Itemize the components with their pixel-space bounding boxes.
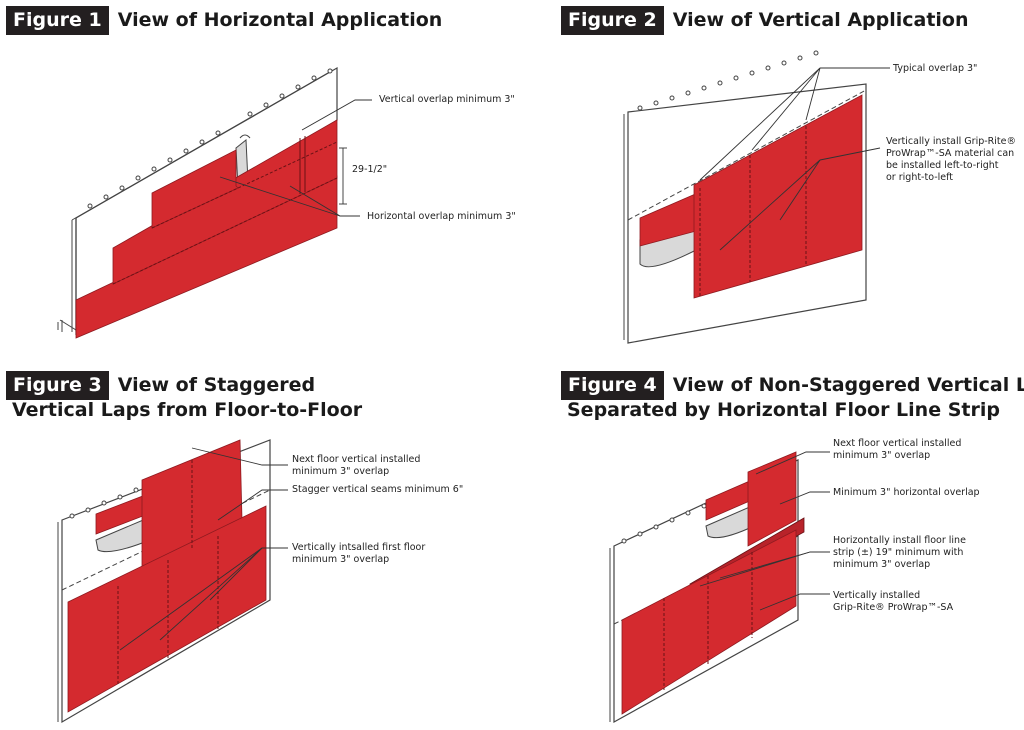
figure-3-title-line1: View of Staggered: [117, 374, 316, 396]
figure-4-heading: Figure 4 View of Non-Staggered Vertical …: [561, 371, 1024, 400]
figure-4-callout-strip: Horizontally install floor line strip (±…: [833, 535, 966, 571]
figure-2-callout-install-line: be installed left-to-right: [886, 160, 999, 171]
figure-4-callout-next-line: minimum 3" overlap: [833, 450, 931, 461]
figure-2-callout-install-line: ProWrap™-SA material can: [886, 148, 1015, 159]
figure-1-heading: Figure 1 View of Horizontal Application: [6, 6, 442, 35]
figure-2-callout-install-line: Vertically install Grip-Rite®: [886, 136, 1016, 147]
figure-4-callout-strip-line: minimum 3" overlap: [833, 559, 931, 570]
figure-2-stud-ticks: [637, 50, 819, 111]
figure-1-dimension: [339, 147, 347, 205]
figure-3-title-line2: Vertical Laps from Floor-to-Floor: [12, 399, 363, 421]
figure-1-leaders: [219, 99, 372, 217]
figure-1-title: View of Horizontal Application: [117, 9, 443, 31]
figure-3-callout-next-line: Next floor vertical installed: [292, 454, 421, 465]
figure-1-tag: Figure 1: [6, 6, 109, 35]
figure-3-wrap-panels: [67, 439, 267, 713]
figure-3-callout-first-line: Vertically intsalled first floor: [292, 542, 426, 553]
figure-3-callout-next-line: minimum 3" overlap: [292, 466, 390, 477]
figure-1-stud-ticks: [87, 68, 333, 209]
figure-3-leaders: [119, 447, 288, 651]
figure-4-callout-strip-line: strip (±) 19" minimum with: [833, 547, 964, 558]
figure-2-title: View of Vertical Application: [672, 9, 969, 31]
figure-4-callout-vertical-line: Vertically installed: [833, 590, 921, 601]
figure-1-callout-vertical: Vertical overlap minimum 3": [379, 94, 515, 105]
figure-3-callout-next: Next floor vertical installed minimum 3"…: [292, 454, 420, 478]
figure-3-callout-first-line: minimum 3" overlap: [292, 554, 390, 565]
figure-2-callout-install-line: or right-to-left: [886, 172, 954, 183]
figure-2-callout-install: Vertically install Grip-Rite® ProWrap™-S…: [886, 136, 1016, 184]
figure-3-heading: Figure 3 View of Staggered: [6, 371, 315, 400]
figure-2-wrap-panels: [639, 94, 863, 299]
figure-3-tag: Figure 3: [6, 371, 109, 400]
figure-1-dimension-label: 29-1/2": [352, 164, 388, 175]
figure-4-tag: Figure 4: [561, 371, 664, 400]
figure-4-stud-ticks: [621, 489, 739, 544]
figure-2-heading: Figure 2 View of Vertical Application: [561, 6, 969, 35]
figure-1-wrap-courses: [75, 119, 338, 339]
figure-4-callout-next: Next floor vertical installed minimum 3"…: [833, 438, 961, 462]
figure-4-callout-vertical-line: Grip-Rite® ProWrap™-SA: [833, 602, 954, 613]
figure-4-title-line2: Separated by Horizontal Floor Line Strip: [567, 399, 1000, 421]
figure-4-title-line1: View of Non-Staggered Vertical Laps: [672, 374, 1024, 396]
figure-4-callout-next-line: Next floor vertical installed: [833, 438, 962, 449]
figure-4-leaders: [699, 451, 830, 611]
figure-2-tag: Figure 2: [561, 6, 664, 35]
figure-3-callout-first: Vertically intsalled first floor minimum…: [292, 542, 425, 566]
figure-3-callout-stagger: Stagger vertical seams minimum 6": [292, 484, 464, 495]
figure-4-callout-horizontal: Minimum 3" horizontal overlap: [833, 487, 980, 498]
figure-2-leaders: [699, 67, 890, 251]
figure-4-callout-strip-line: Horizontally install floor line: [833, 535, 966, 546]
figure-4-callout-vertical: Vertically installed Grip-Rite® ProWrap™…: [833, 590, 953, 614]
figure-1-callout-horizontal: Horizontal overlap minimum 3": [367, 211, 516, 222]
figure-2-callout-typical: Typical overlap 3": [893, 63, 978, 74]
figure-4-wrap-panels: [621, 451, 805, 715]
